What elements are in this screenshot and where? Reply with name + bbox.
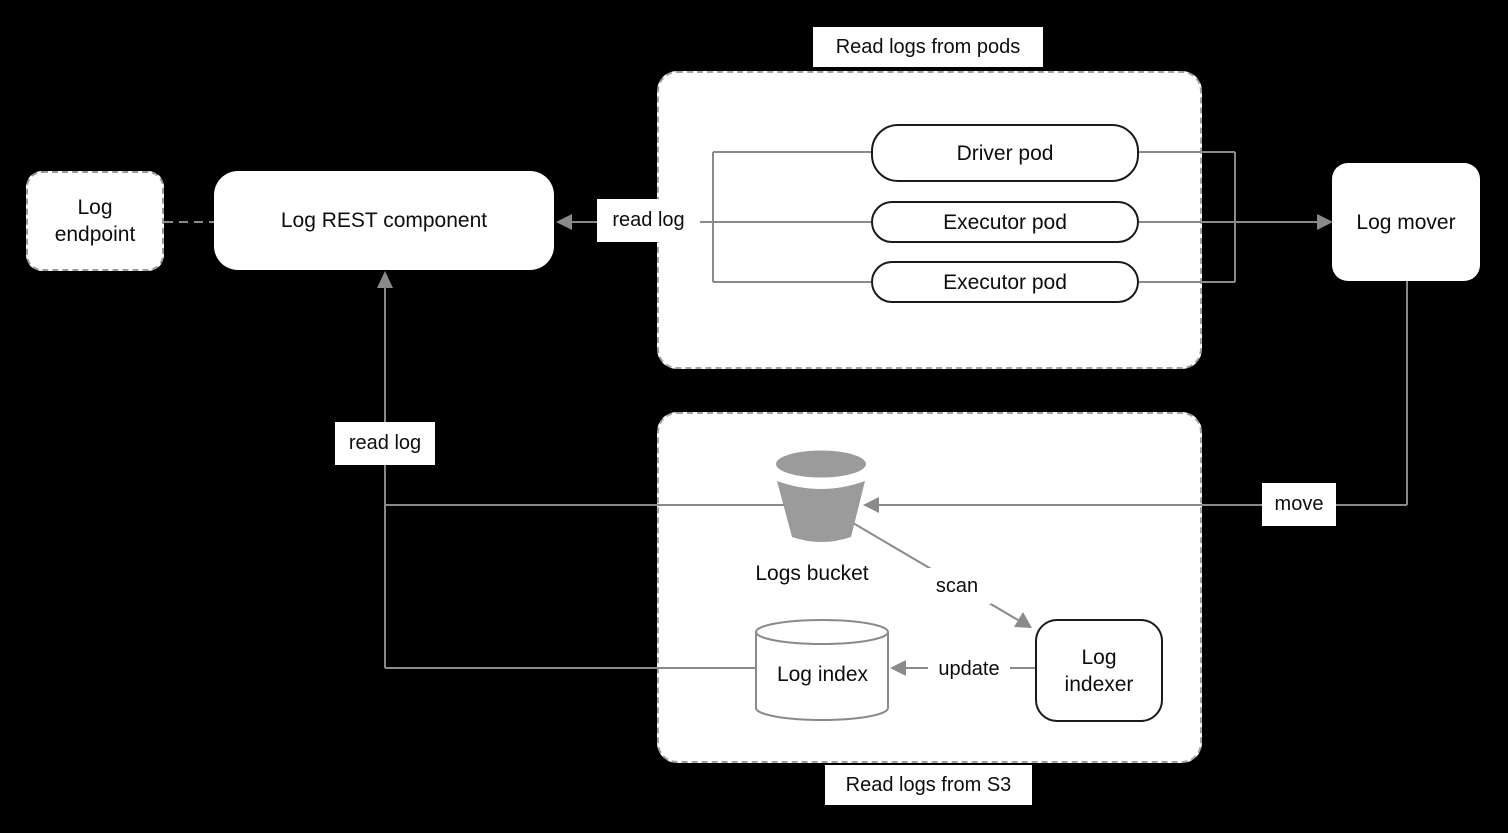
node-log-mover: Log mover xyxy=(1332,163,1480,281)
logs-bucket-caption: Logs bucket xyxy=(755,562,869,585)
group-title-read-logs-from-pods: Read logs from pods xyxy=(813,27,1043,67)
log-index-caption: Log index xyxy=(776,663,869,686)
edge-label-scan: scan xyxy=(923,568,991,604)
node-executor-pod-2: Executor pod xyxy=(871,261,1139,303)
edge-label-read-log-s3: read log xyxy=(335,422,435,465)
node-driver-pod: Driver pod xyxy=(871,124,1139,182)
arrowhead-into-rest-bottom xyxy=(377,271,393,288)
node-log-endpoint: Log endpoint xyxy=(26,171,164,271)
node-executor-pod-1: Executor pod xyxy=(871,201,1139,243)
edge-label-read-log-pods: read log xyxy=(597,199,700,242)
group-title-read-logs-from-s3: Read logs from S3 xyxy=(825,765,1032,805)
node-log-indexer: Log indexer xyxy=(1035,619,1163,722)
arrowhead-into-log-mover xyxy=(1317,214,1333,230)
arrowhead-into-rest-right xyxy=(556,214,572,230)
edge-label-move: move xyxy=(1262,483,1336,526)
edge-label-update: update xyxy=(928,651,1010,687)
node-log-rest-component: Log REST component xyxy=(214,171,554,270)
